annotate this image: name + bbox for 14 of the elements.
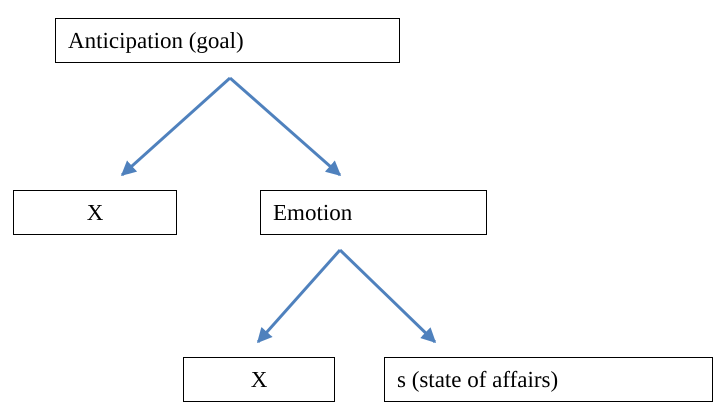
text-box xyxy=(55,18,400,63)
arrow xyxy=(256,249,342,344)
arrow xyxy=(229,76,342,176)
box-label: s (state of affairs) xyxy=(397,366,558,392)
text-box xyxy=(384,357,713,402)
arrow xyxy=(338,248,436,344)
text-box xyxy=(13,190,177,235)
arrow xyxy=(120,76,231,176)
box-label: Emotion xyxy=(273,200,352,226)
text-box xyxy=(183,357,335,402)
box-label: Anticipation (goal) xyxy=(68,28,244,54)
box-label: X xyxy=(86,200,104,226)
text-box xyxy=(260,190,487,235)
box-label: X xyxy=(250,366,268,392)
